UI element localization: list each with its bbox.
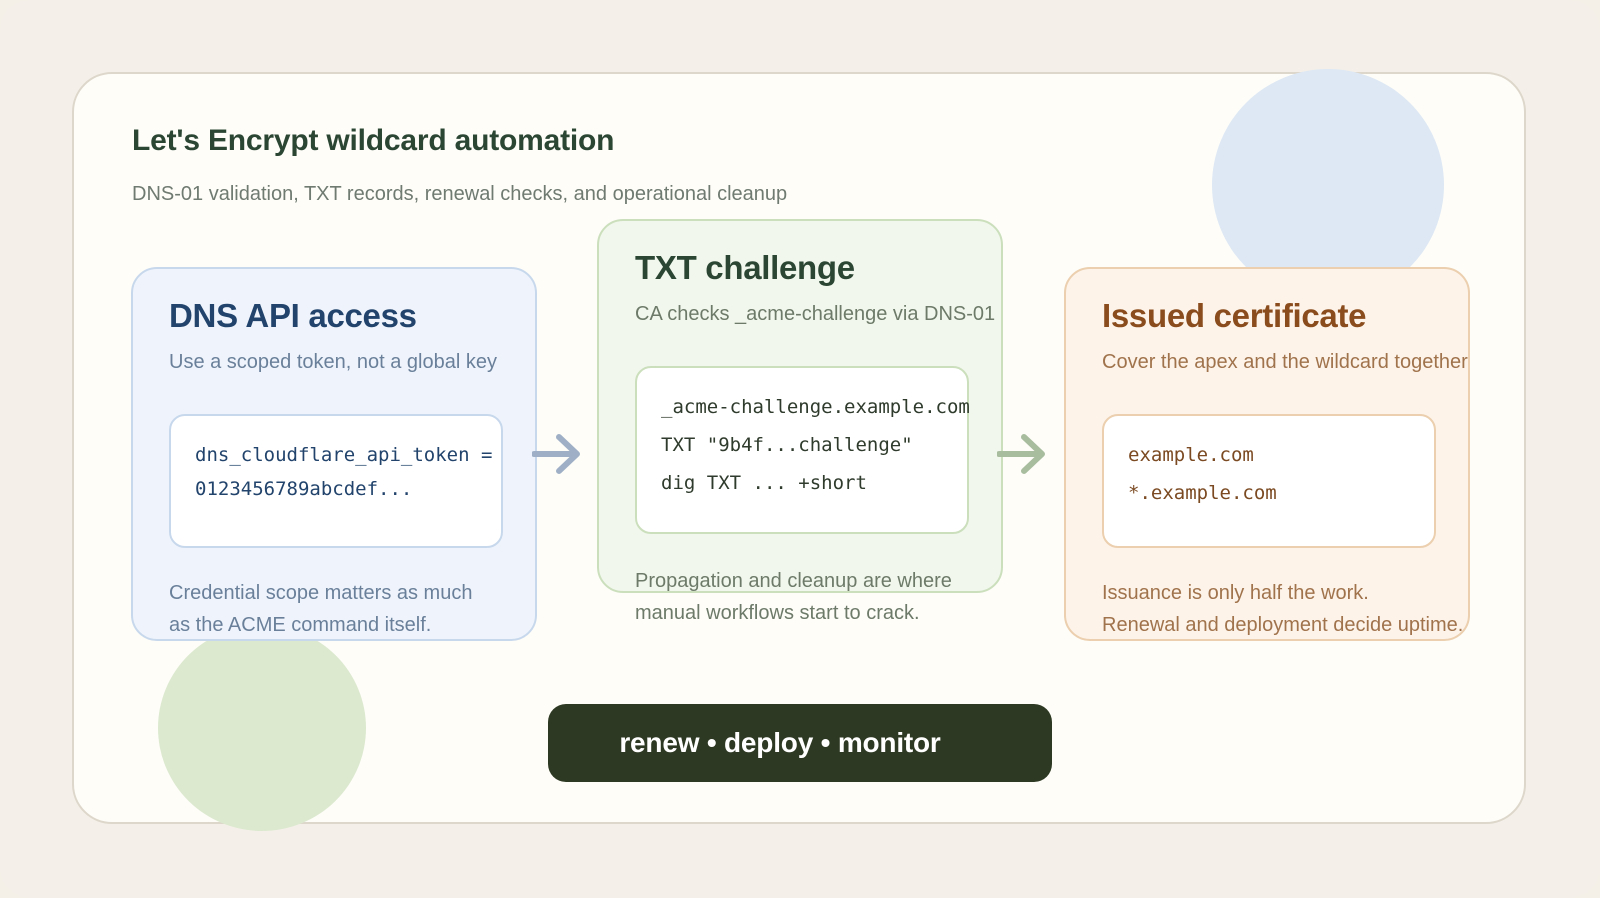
card-footer: Issuance is only half the work. Renewal … [1102,577,1522,641]
card-title: DNS API access [169,297,417,334]
card-subtitle: Cover the apex and the wildcard together [1102,351,1468,373]
issued-certificate-card: Issued certificate Cover the apex and th… [1064,267,1470,641]
code-line: *.example.com [1128,482,1277,504]
card-footer-line: Issuance is only half the work. [1102,582,1369,604]
card-footer-line: as the ACME command itself. [169,614,432,636]
code-block: _acme-challenge.example.com TXT "9b4f...… [635,366,970,534]
card-footer: Propagation and cleanup are where manual… [635,565,1055,629]
diagram-title: Let's Encrypt wildcard automation [132,124,615,157]
code-line: dns_cloudflare_api_token = [195,444,493,466]
code-line: dig TXT ... +short [661,472,867,494]
txt-challenge-card: TXT challenge CA checks _acme-challenge … [597,219,1003,624]
card-footer-line: manual workflows start to crack. [635,602,920,624]
code-line: example.com [1128,444,1254,466]
code-line: 0123456789abcdef... [195,478,413,500]
arrow-right-icon [532,434,580,474]
workflow-pill: renew • deploy • monitor [548,704,1052,782]
card-footer-line: Renewal and deployment decide uptime. [1102,614,1464,636]
card-subtitle: Use a scoped token, not a global key [169,351,497,373]
decorative-circle-green [158,625,366,831]
card-footer-line: Credential scope matters as much [169,582,473,604]
diagram-subtitle: DNS-01 validation, TXT records, renewal … [132,183,788,205]
code-line: TXT "9b4f...challenge" [661,434,913,456]
card-subtitle: CA checks _acme-challenge via DNS-01 [635,303,996,325]
code-block: example.com *.example.com [1102,414,1436,548]
decorative-circle-blue [1212,69,1444,301]
card-footer-line: Propagation and cleanup are where [635,570,952,592]
code-block: dns_cloudflare_api_token = 0123456789abc… [169,414,503,548]
card-footer: Credential scope matters as much as the … [169,577,529,641]
card-title: Issued certificate [1102,297,1367,334]
dns-api-access-card: DNS API access Use a scoped token, not a… [131,267,537,641]
code-line: _acme-challenge.example.com [661,396,970,418]
card-title: TXT challenge [635,249,855,286]
arrow-right-icon [997,434,1045,474]
